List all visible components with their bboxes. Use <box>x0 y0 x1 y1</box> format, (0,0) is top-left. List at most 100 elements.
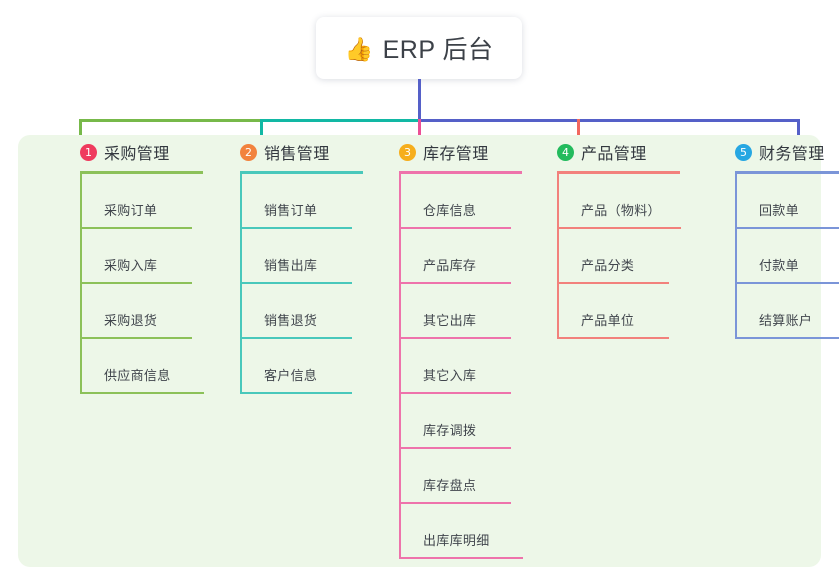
list-item[interactable]: 客户信息 <box>240 339 364 394</box>
column-4: 4 产品管理产品（物料） 产品分类产品单位 <box>531 135 681 339</box>
list-item-label: 其它入库 <box>423 368 477 383</box>
column-title-2: 销售管理 <box>264 146 330 163</box>
column-3: 3 库存管理仓库信息产品库存其它出库其它入库库存调拨库存盘点出库库明细 <box>373 135 523 559</box>
column-header-rule-2 <box>240 171 363 174</box>
thumbs-up-icon: 👍 <box>344 35 374 62</box>
list-item[interactable]: 销售退货 <box>240 284 364 339</box>
column-spine-2 <box>240 174 242 394</box>
column-spine-4 <box>557 174 559 339</box>
list-item-rule <box>399 502 511 504</box>
list-item-rule <box>399 557 523 559</box>
list-item-rule <box>399 227 511 229</box>
list-item-label: 结算账户 <box>759 313 813 328</box>
list-item-label: 采购入库 <box>104 258 158 273</box>
list-item-label: 其它出库 <box>423 313 477 328</box>
column-items-3: 仓库信息产品库存其它出库其它入库库存调拨库存盘点出库库明细 <box>399 174 523 559</box>
list-item-rule <box>735 282 839 284</box>
list-item[interactable]: 产品分类 <box>557 229 681 284</box>
column-badge-5: 5 <box>735 143 752 161</box>
list-item[interactable]: 付款单 <box>735 229 839 284</box>
list-item-label: 产品库存 <box>423 258 477 273</box>
column-title-1: 采购管理 <box>104 146 170 163</box>
root-node[interactable]: 👍 ERP 后台 <box>316 17 522 79</box>
connector-drop-column-3 <box>418 119 421 143</box>
list-item[interactable]: 出库库明细 <box>399 504 523 559</box>
list-item-label: 采购订单 <box>104 203 158 218</box>
list-item-rule <box>557 227 681 229</box>
column-badge-3: 3 <box>399 143 416 161</box>
list-item-label: 采购退货 <box>104 313 158 328</box>
list-item[interactable]: 销售出库 <box>240 229 364 284</box>
column-badge-4: 4 <box>557 143 574 161</box>
list-item-rule <box>399 337 511 339</box>
column-header-3[interactable]: 3 库存管理 <box>373 135 523 169</box>
list-item[interactable]: 回款单 <box>735 174 839 229</box>
list-item-rule <box>240 337 352 339</box>
column-header-4[interactable]: 4 产品管理 <box>531 135 681 169</box>
list-item[interactable]: 库存盘点 <box>399 449 523 504</box>
list-item-rule <box>240 392 352 394</box>
column-header-1[interactable]: 1 采购管理 <box>54 135 204 169</box>
connector-bus-segment-right <box>418 119 800 122</box>
column-items-2: 销售订单销售出库销售退货客户信息 <box>240 174 364 394</box>
list-item-rule <box>735 337 839 339</box>
list-item-rule <box>80 337 192 339</box>
column-2: 2 销售管理销售订单销售出库销售退货客户信息 <box>214 135 364 394</box>
root-node-label: 👍 ERP 后台 <box>344 30 493 66</box>
list-item-rule <box>399 282 511 284</box>
column-badge-1: 1 <box>80 143 97 161</box>
list-item-label: 回款单 <box>759 203 799 218</box>
column-header-rule-1 <box>80 171 203 174</box>
list-item[interactable]: 库存调拨 <box>399 394 523 449</box>
connector-bus-segment-middle <box>260 119 420 122</box>
list-item[interactable]: 其它出库 <box>399 284 523 339</box>
column-spine-3 <box>399 174 401 559</box>
list-item-label: 销售订单 <box>264 203 318 218</box>
column-items-5: 回款单付款单结算账户 <box>735 174 839 339</box>
list-item[interactable]: 其它入库 <box>399 339 523 394</box>
column-spine-1 <box>80 174 82 394</box>
column-badge-2: 2 <box>240 143 257 161</box>
list-item-label: 库存调拨 <box>423 423 477 438</box>
list-item[interactable]: 产品（物料） <box>557 174 681 229</box>
list-item-rule <box>557 337 669 339</box>
list-item-label: 客户信息 <box>264 368 318 383</box>
list-item[interactable]: 采购入库 <box>80 229 204 284</box>
list-item[interactable]: 供应商信息 <box>80 339 204 394</box>
list-item-label: 仓库信息 <box>423 203 477 218</box>
list-item-label: 付款单 <box>759 258 799 273</box>
column-items-1: 采购订单采购入库采购退货供应商信息 <box>80 174 204 394</box>
list-item[interactable]: 采购订单 <box>80 174 204 229</box>
list-item[interactable]: 产品单位 <box>557 284 681 339</box>
connector-drop-column-5 <box>797 119 800 143</box>
column-1: 1 采购管理采购订单采购入库采购退货供应商信息 <box>54 135 204 394</box>
list-item-label: 销售出库 <box>264 258 318 273</box>
list-item[interactable]: 产品库存 <box>399 229 523 284</box>
list-item[interactable]: 采购退货 <box>80 284 204 339</box>
list-item-label: 产品（物料） <box>581 203 661 218</box>
list-item[interactable]: 结算账户 <box>735 284 839 339</box>
list-item[interactable]: 仓库信息 <box>399 174 523 229</box>
connector-drop-column-1 <box>79 119 82 143</box>
list-item-label: 库存盘点 <box>423 478 477 493</box>
connector-root-stem <box>418 79 421 121</box>
column-items-4: 产品（物料） 产品分类产品单位 <box>557 174 681 339</box>
list-item-label: 供应商信息 <box>104 368 171 383</box>
column-spine-5 <box>735 174 737 339</box>
column-title-4: 产品管理 <box>581 146 647 163</box>
column-header-2[interactable]: 2 销售管理 <box>214 135 364 169</box>
connector-bus-segment-left <box>79 119 262 122</box>
list-item[interactable]: 销售订单 <box>240 174 364 229</box>
root-title-text: ERP 后台 <box>382 36 494 64</box>
column-header-rule-5 <box>735 171 839 174</box>
column-header-rule-4 <box>557 171 680 174</box>
list-item-rule <box>399 447 511 449</box>
column-title-3: 库存管理 <box>423 146 489 163</box>
list-item-label: 产品单位 <box>581 313 635 328</box>
column-header-rule-3 <box>399 171 522 174</box>
list-item-rule <box>80 282 192 284</box>
list-item-rule <box>557 282 669 284</box>
diagram-board: 1 采购管理采购订单采购入库采购退货供应商信息 2 销售管理销售订单销售出库销售退货客… <box>18 135 839 567</box>
